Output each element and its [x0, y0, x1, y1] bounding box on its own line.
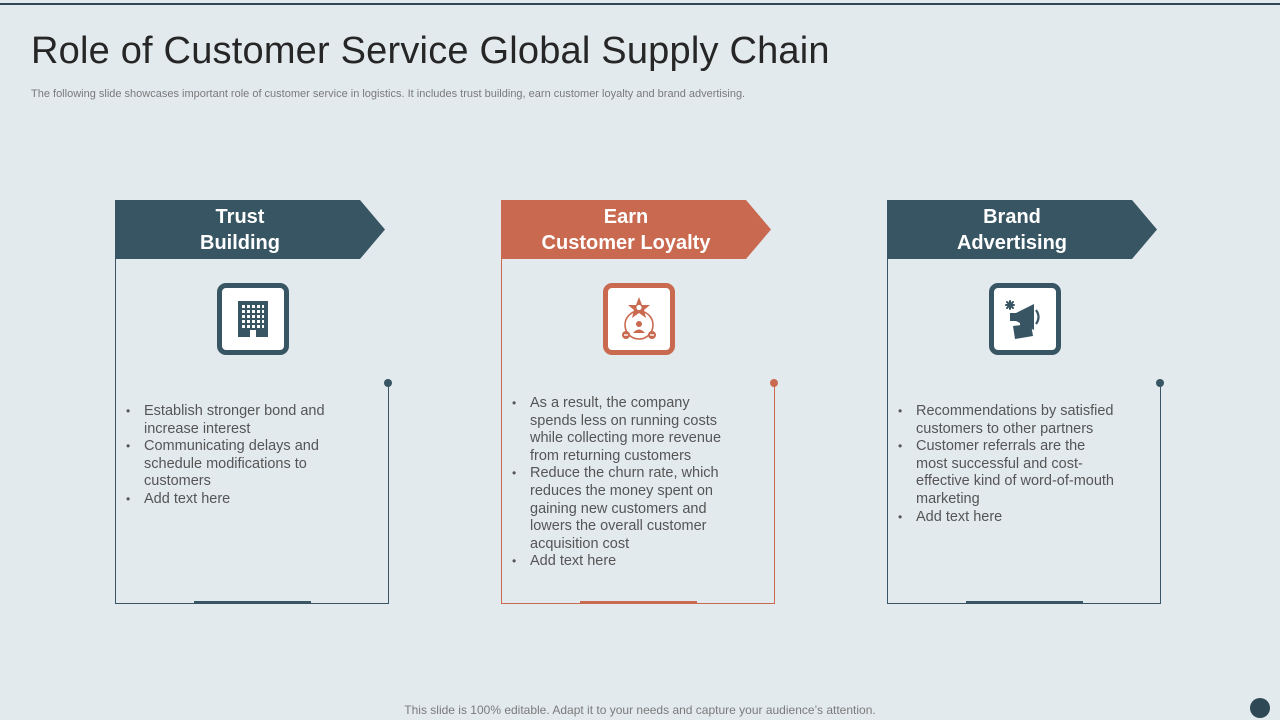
card-header: Brand Advertising — [887, 200, 1157, 259]
card-bullet-list: Recommendations by satisfied customers t… — [898, 403, 1120, 526]
slide-subtitle: The following slide showcases important … — [31, 88, 746, 100]
card-earn-customer-loyalty: Earn Customer Loyalty As a result, the c… — [501, 200, 778, 605]
list-item: Add text here — [512, 553, 734, 571]
office-building-icon — [217, 283, 289, 355]
card-title-line2: Customer Loyalty — [541, 231, 711, 254]
card-trust-building: Trust Building Establish stronger bond a… — [115, 200, 392, 605]
card-right-line — [774, 383, 775, 604]
list-item: Communicating delays and schedule modifi… — [126, 438, 348, 491]
list-item: Add text here — [126, 491, 348, 509]
list-item: Customer referrals are the most successf… — [898, 438, 1120, 508]
list-item: Recommendations by satisfied customers t… — [898, 403, 1120, 438]
card-title-line1: Brand — [983, 205, 1041, 228]
card-bottom-bar — [194, 601, 311, 604]
list-item: As a result, the company spends less on … — [512, 395, 734, 465]
megaphone-icon — [989, 283, 1061, 355]
customer-loyalty-icon — [603, 283, 675, 355]
card-bullet-list: Establish stronger bond and increase int… — [126, 403, 348, 509]
card-bottom-bar — [580, 601, 697, 604]
card-right-line — [1160, 383, 1161, 604]
list-item: Reduce the churn rate, which reduces the… — [512, 465, 734, 553]
card-header: Earn Customer Loyalty — [501, 200, 771, 259]
card-bottom-bar — [966, 601, 1083, 604]
corner-dot — [1250, 698, 1270, 718]
card-title-line1: Earn — [603, 205, 649, 228]
list-item: Establish stronger bond and increase int… — [126, 403, 348, 438]
card-header: Trust Building — [115, 200, 385, 259]
card-brand-advertising: Brand Advertising Recommendations by sat… — [887, 200, 1164, 605]
top-rule — [0, 3, 1280, 5]
card-title-line2: Advertising — [956, 231, 1068, 254]
card-bullet-list: As a result, the company spends less on … — [512, 395, 734, 571]
card-right-dot — [384, 379, 392, 387]
card-right-dot — [770, 379, 778, 387]
card-title-line2: Building — [200, 231, 280, 254]
card-right-dot — [1156, 379, 1164, 387]
slide-footer: This slide is 100% editable. Adapt it to… — [404, 703, 876, 717]
card-right-line — [388, 383, 389, 604]
slide-title: Role of Customer Service Global Supply C… — [31, 30, 830, 72]
card-title-line1: Trust — [215, 205, 265, 228]
list-item: Add text here — [898, 509, 1120, 527]
